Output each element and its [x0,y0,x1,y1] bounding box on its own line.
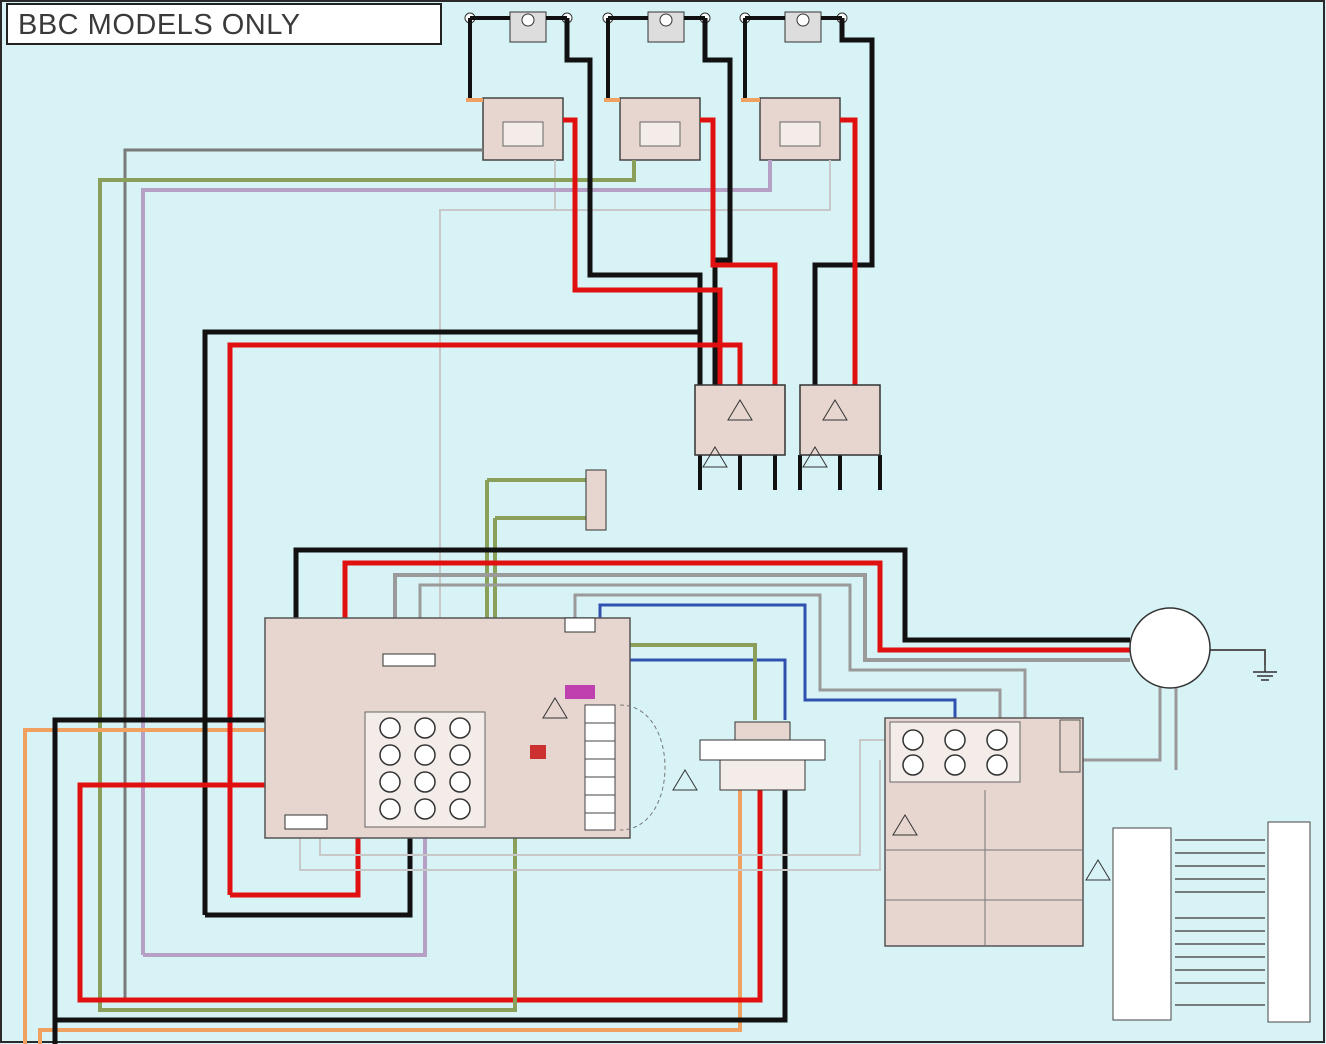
warning-triangle-icon [702,446,728,468]
board-connector-pins [379,717,471,820]
warning-triangle-icon [672,769,698,791]
board-fuse [565,685,595,699]
limit-switch-1 [509,11,547,43]
warning-triangle-icon [892,814,918,836]
transformer [699,721,826,791]
thermostat-terminal-strip [585,469,607,531]
warning-triangle-icon [727,399,753,421]
board-led [530,745,546,759]
field-connection-block-1 [694,384,786,468]
ground-icon [1253,665,1277,681]
heater-section [464,11,848,161]
relay-icon [759,97,841,161]
limit-switch-3 [784,11,822,43]
diagram-title: BBC MODELS ONLY [18,9,301,41]
wires [23,18,1266,1044]
warning-triangle-icon [1085,859,1111,881]
motor-icon [1129,607,1211,689]
interface-board [884,717,1084,947]
title-box: BBC MODELS ONLY [6,3,442,45]
limit-switch-2 [647,11,685,43]
warning-triangle-icon [822,399,848,421]
relay-icon [482,97,564,161]
warning-triangle-icon [542,697,568,719]
harness-detail [1112,821,1311,1023]
control-board [264,617,631,839]
warning-triangle-icon [802,446,828,468]
relay-icon [619,97,701,161]
field-connection-block-2 [799,384,881,468]
